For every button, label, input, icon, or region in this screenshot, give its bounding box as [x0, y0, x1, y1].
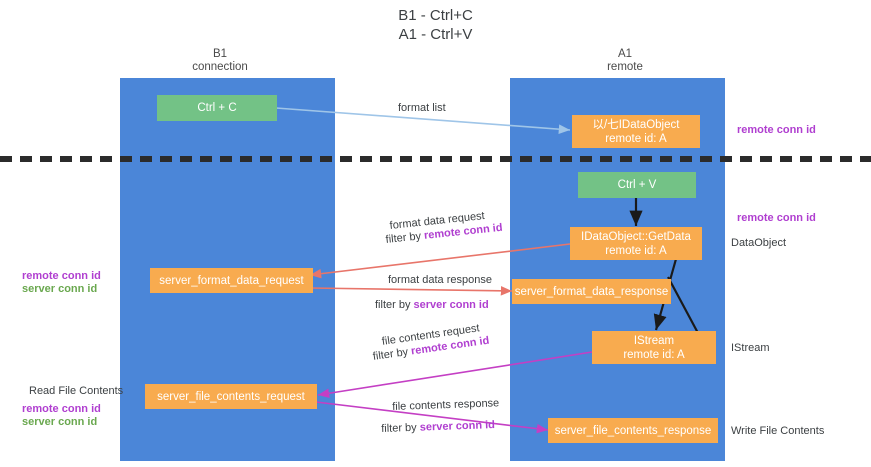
server-conn-id-accent: server conn id	[413, 299, 489, 311]
filter-by-prefix: filter by	[375, 299, 414, 311]
node-server-format-data-request[interactable]: server_format_data_request	[150, 268, 313, 293]
node-ctrl-v[interactable]: Ctrl + V	[578, 172, 696, 198]
edge-label-file-contents-response: file contents response	[392, 397, 500, 413]
node-ctrl-c[interactable]: Ctrl + C	[157, 95, 277, 121]
node-server-file-contents-request[interactable]: server_file_contents_request	[145, 384, 317, 409]
annotation-right-dataobject: DataObject	[731, 237, 787, 249]
annotation-right-remote-conn-id-top: remote conn id	[737, 124, 816, 136]
filter-by-prefix: filter by	[372, 345, 412, 363]
filter-by-prefix: filter by	[385, 229, 425, 246]
edge-label-format-list: format list	[398, 102, 446, 114]
section-divider	[0, 156, 871, 162]
edge-label-format-data-response: format data response	[388, 274, 492, 286]
node-idataobject[interactable]: 以/七IDataObject remote id: A	[572, 115, 700, 148]
annotation-right-write-file-contents: Write File Contents	[731, 425, 825, 437]
annotation-right-remote-conn-id-mid: remote conn id	[737, 212, 816, 224]
node-istream[interactable]: IStream remote id: A	[592, 331, 716, 364]
annotation-left-read-file-contents: Read File Contents	[29, 385, 124, 397]
annotation-left-server-conn-id: server conn id	[22, 283, 98, 295]
annotation-left-server-conn-id-2: server conn id	[22, 416, 98, 428]
column-header-a1: A1 remote	[607, 48, 643, 73]
annotation-right-istream: IStream	[731, 342, 770, 354]
node-server-file-contents-response[interactable]: server_file_contents_response	[548, 418, 718, 443]
node-server-format-data-response[interactable]: server_format_data_response	[512, 279, 671, 304]
column-header-b1: B1 connection	[192, 48, 248, 73]
server-conn-id-accent: server conn id	[419, 419, 496, 434]
edge-label-format-data-response-filter: filter by server conn id	[375, 298, 489, 312]
annotation-left-remote-conn-id: remote conn id	[22, 270, 101, 282]
node-idataobject-getdata[interactable]: IDataObject::GetData remote id: A	[570, 227, 702, 260]
annotation-left-remote-conn-id-2: remote conn id	[22, 403, 101, 415]
page-title: B1 - Ctrl+C A1 - Ctrl+V	[398, 7, 473, 43]
filter-by-prefix: filter by	[381, 421, 420, 435]
edge-label-file-contents-response-filter: filter by server conn id	[381, 418, 495, 436]
